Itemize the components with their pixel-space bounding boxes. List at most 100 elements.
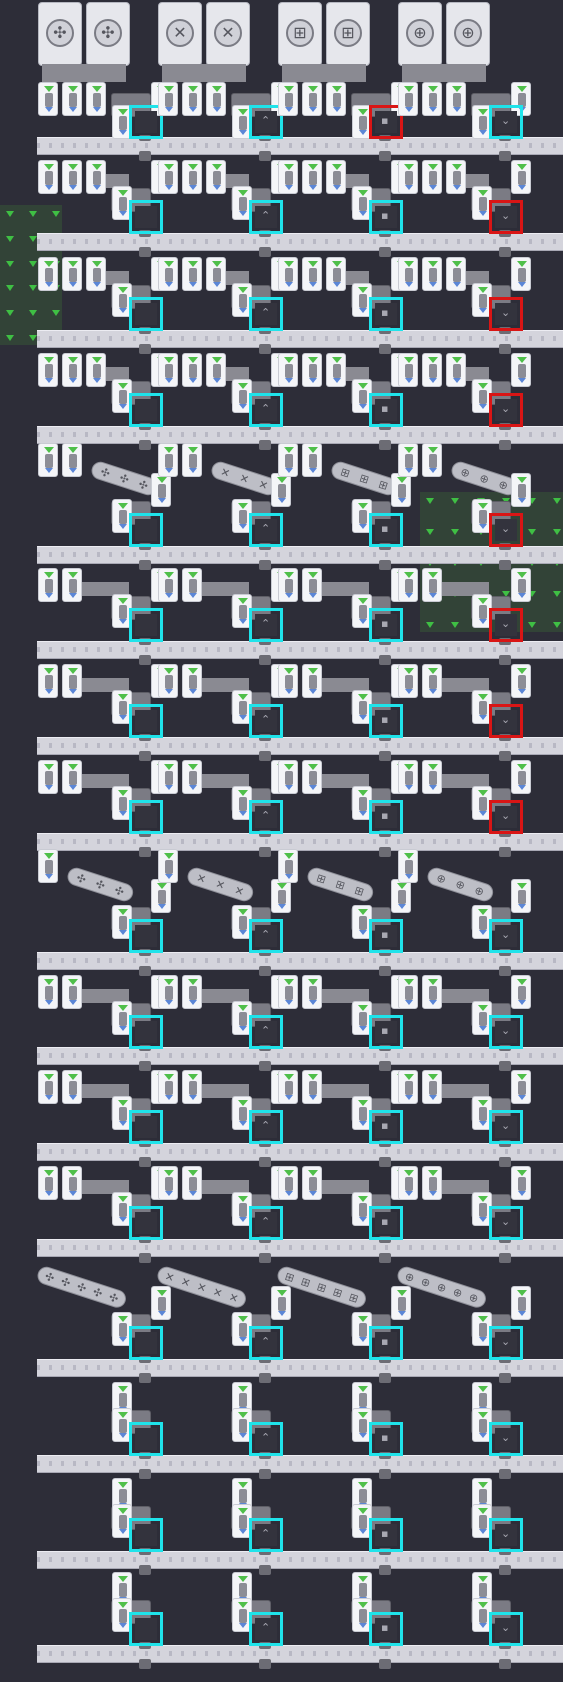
item-conveyor-curve[interactable]: ⊕⊕⊕ xyxy=(425,865,496,904)
machine-tile[interactable] xyxy=(422,82,442,116)
machine-tile[interactable] xyxy=(511,353,531,387)
slot-outline[interactable] xyxy=(129,1206,163,1240)
machine-tile[interactable] xyxy=(112,786,132,820)
slot-outline[interactable]: ▪ xyxy=(369,800,403,834)
machine-tile[interactable] xyxy=(206,353,226,387)
machine-tile[interactable] xyxy=(112,1096,132,1130)
machine-tile[interactable] xyxy=(38,257,58,291)
slot-outline[interactable]: ⌃ xyxy=(249,1015,283,1049)
machine-tile[interactable] xyxy=(326,82,346,116)
machine-tile[interactable] xyxy=(62,353,82,387)
machine-tile[interactable] xyxy=(352,186,372,220)
machine-tile[interactable] xyxy=(182,82,202,116)
machine-tile[interactable] xyxy=(158,82,178,116)
assembler-machine[interactable]: ⊞ xyxy=(326,2,370,66)
machine-tile[interactable] xyxy=(422,975,442,1009)
machine-tile[interactable] xyxy=(352,283,372,317)
assembler-machine[interactable]: ⊕ xyxy=(398,2,442,66)
machine-tile[interactable] xyxy=(352,1001,372,1035)
machine-tile[interactable] xyxy=(232,786,252,820)
conveyor-belt[interactable] xyxy=(37,1359,563,1377)
machine-tile[interactable] xyxy=(511,160,531,194)
machine-tile[interactable] xyxy=(158,849,178,883)
slot-outline[interactable]: ⌃ xyxy=(249,1518,283,1552)
machine-tile[interactable] xyxy=(38,975,58,1009)
machine-tile[interactable] xyxy=(398,849,418,883)
machine-tile[interactable] xyxy=(271,473,291,507)
machine-tile[interactable] xyxy=(232,1192,252,1226)
slot-outline[interactable]: ⌄ xyxy=(489,1422,523,1456)
slot-outline[interactable] xyxy=(129,704,163,738)
machine-tile[interactable] xyxy=(278,568,298,602)
slot-outline[interactable]: ▪ xyxy=(369,1110,403,1144)
machine-tile[interactable] xyxy=(398,160,418,194)
machine-tile[interactable] xyxy=(62,443,82,477)
machine-tile[interactable] xyxy=(62,975,82,1009)
slot-outline[interactable]: ⌃ xyxy=(249,608,283,642)
machine-tile[interactable] xyxy=(352,1408,372,1442)
machine-tile[interactable] xyxy=(232,594,252,628)
machine-tile[interactable] xyxy=(391,1286,411,1320)
slot-outline[interactable]: ⌃ xyxy=(249,1206,283,1240)
machine-tile[interactable] xyxy=(278,160,298,194)
machine-tile[interactable] xyxy=(398,664,418,698)
machine-tile[interactable] xyxy=(302,82,322,116)
machine-tile[interactable] xyxy=(38,568,58,602)
machine-tile[interactable] xyxy=(112,186,132,220)
machine-tile[interactable] xyxy=(422,257,442,291)
machine-tile[interactable] xyxy=(182,443,202,477)
machine-tile[interactable] xyxy=(398,257,418,291)
machine-tile[interactable] xyxy=(352,379,372,413)
machine-tile[interactable] xyxy=(232,186,252,220)
conveyor-belt[interactable] xyxy=(37,1551,563,1569)
flagged-slot-outline[interactable]: ⌄ xyxy=(489,200,523,234)
machine-tile[interactable] xyxy=(472,1598,492,1632)
machine-tile[interactable] xyxy=(422,760,442,794)
machine-tile[interactable] xyxy=(158,975,178,1009)
slot-outline[interactable]: ⌃ xyxy=(249,1326,283,1360)
machine-tile[interactable] xyxy=(182,664,202,698)
machine-tile[interactable] xyxy=(62,664,82,698)
slot-outline[interactable] xyxy=(129,800,163,834)
slot-outline[interactable]: ⌃ xyxy=(249,800,283,834)
item-conveyor-curve[interactable]: ⊞⊞⊞ xyxy=(305,865,376,904)
slot-outline[interactable] xyxy=(129,1326,163,1360)
slot-outline[interactable] xyxy=(129,1110,163,1144)
slot-outline[interactable]: ▪ xyxy=(369,393,403,427)
machine-tile[interactable] xyxy=(446,82,466,116)
machine-tile[interactable] xyxy=(206,82,226,116)
slot-outline[interactable]: ▪ xyxy=(369,513,403,547)
item-conveyor-curve[interactable]: ✣✣✣ xyxy=(65,865,136,904)
machine-tile[interactable] xyxy=(511,664,531,698)
slot-outline[interactable] xyxy=(129,200,163,234)
slot-outline[interactable]: ⌄ xyxy=(489,1110,523,1144)
flagged-slot-outline[interactable]: ⌄ xyxy=(489,513,523,547)
slot-outline[interactable]: ▪ xyxy=(369,1422,403,1456)
machine-tile[interactable] xyxy=(38,82,58,116)
conveyor-belt[interactable] xyxy=(37,137,563,155)
machine-tile[interactable] xyxy=(38,760,58,794)
slot-outline[interactable]: ⌄ xyxy=(489,919,523,953)
machine-tile[interactable] xyxy=(62,82,82,116)
machine-tile[interactable] xyxy=(472,105,492,139)
machine-tile[interactable] xyxy=(422,568,442,602)
machine-tile[interactable] xyxy=(38,664,58,698)
slot-outline[interactable]: ⌃ xyxy=(249,919,283,953)
machine-tile[interactable] xyxy=(422,1070,442,1104)
machine-tile[interactable] xyxy=(472,786,492,820)
slot-outline[interactable] xyxy=(129,1612,163,1646)
conveyor-belt[interactable] xyxy=(37,1455,563,1473)
slot-outline[interactable]: ⌄ xyxy=(489,1015,523,1049)
machine-tile[interactable] xyxy=(398,975,418,1009)
machine-tile[interactable] xyxy=(302,443,322,477)
conveyor-belt[interactable] xyxy=(37,737,563,755)
machine-tile[interactable] xyxy=(158,257,178,291)
machine-tile[interactable] xyxy=(232,1572,252,1606)
slot-outline[interactable]: ⌃ xyxy=(249,1422,283,1456)
machine-tile[interactable] xyxy=(446,160,466,194)
machine-tile[interactable] xyxy=(278,82,298,116)
machine-tile[interactable] xyxy=(62,1070,82,1104)
machine-tile[interactable] xyxy=(302,160,322,194)
conveyor-belt[interactable] xyxy=(37,1239,563,1257)
machine-tile[interactable] xyxy=(232,1312,252,1346)
